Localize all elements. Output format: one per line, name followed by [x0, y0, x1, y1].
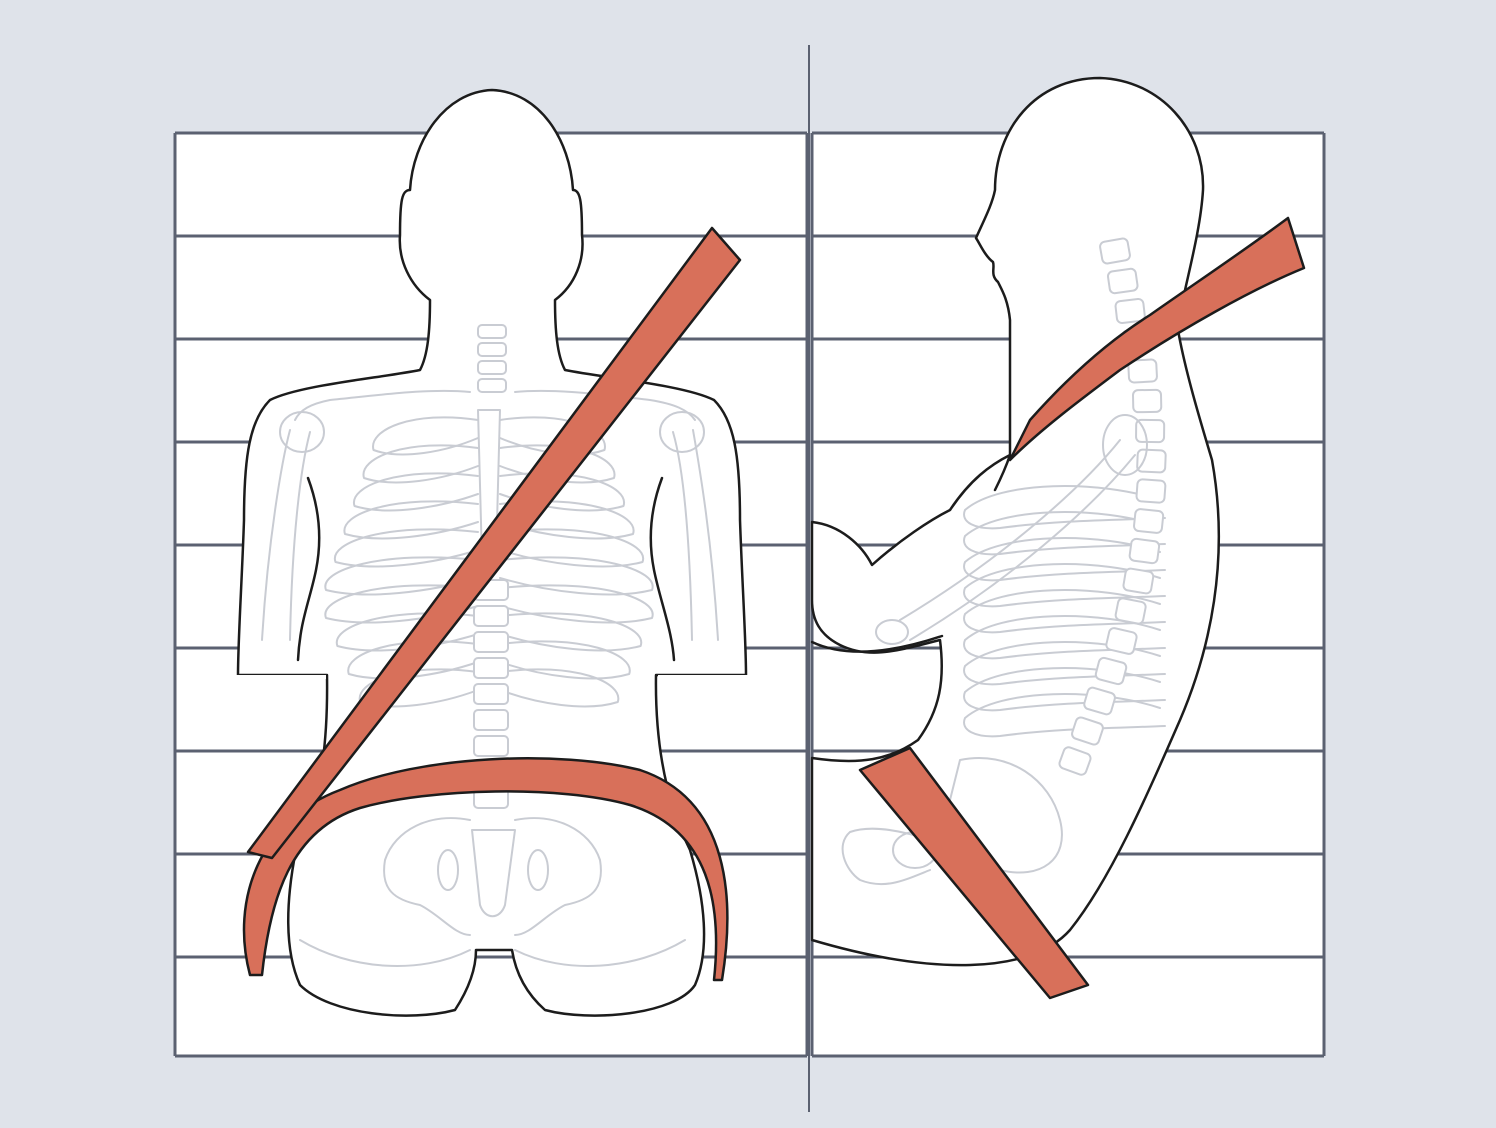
side-vertebra: [1129, 538, 1160, 564]
vertebra: [474, 710, 508, 730]
vertebra: [474, 736, 508, 756]
side-vertebra: [1105, 627, 1137, 655]
vertebra: [474, 684, 508, 704]
neck-vertebra: [478, 379, 506, 392]
neck-vertebra: [478, 325, 506, 338]
side-vertebra: [1107, 268, 1138, 294]
vertebra: [474, 658, 508, 678]
side-vertebra: [1134, 509, 1164, 534]
front-view-panel: [175, 90, 807, 1056]
neck-vertebra: [478, 361, 506, 374]
left-arm-cut: [236, 675, 326, 679]
side-vertebra: [1115, 597, 1147, 624]
vertebra: [474, 632, 508, 652]
vertebra: [474, 606, 508, 626]
side-vertebra: [1133, 390, 1161, 413]
right-arm-cut: [658, 675, 748, 679]
side-vertebra: [1099, 238, 1130, 265]
neck-vertebra: [478, 343, 506, 356]
side-view-panel: [812, 78, 1324, 1056]
side-vertebra: [1123, 568, 1154, 594]
side-vertebra: [1137, 449, 1166, 472]
side-vertebra: [1136, 479, 1166, 503]
